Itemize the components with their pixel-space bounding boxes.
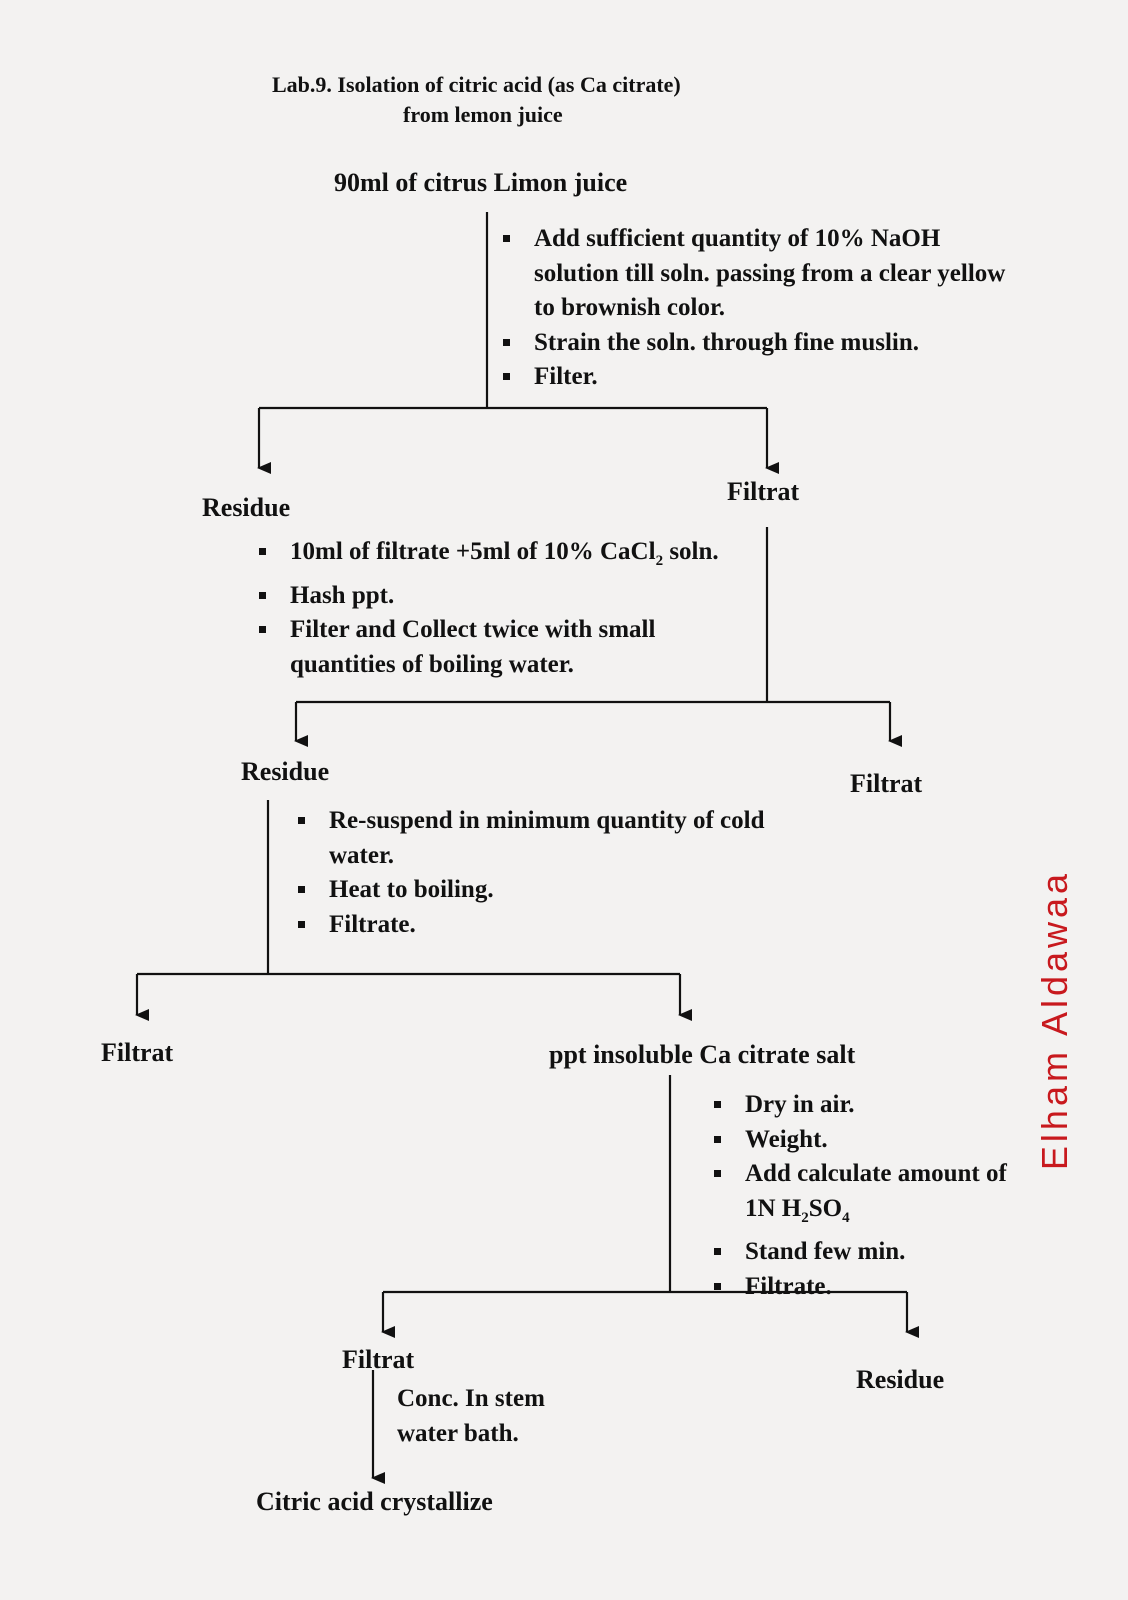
step2-bullet-3: Filter and Collect twice with small quan… [256, 613, 710, 682]
title-line-2: from lemon juice [403, 102, 563, 127]
step1-bullet-1: Add sufficient quantity of 10% NaOH solu… [500, 222, 1010, 326]
step4-bullet-3: Add calculate amount of 1N H2SO4 [711, 1157, 1031, 1235]
step4-bullet-4: Stand few min. [711, 1235, 1031, 1270]
step3-bullet-2: Heat to boiling. [295, 873, 815, 908]
note-line-2: water bath. [397, 1420, 519, 1447]
step3-bullet-1: Re-suspend in minimum quantity of cold w… [295, 804, 815, 873]
note-line-1: Conc. In stem [397, 1385, 545, 1412]
filtrat-4: Filtrat [342, 1345, 415, 1374]
ppt-ca-citrate: ppt insoluble Ca citrate salt [549, 1040, 856, 1069]
step1-bullet-3: Filter. [500, 360, 1010, 395]
acid-sub-2: 4 [842, 1209, 850, 1226]
step4-instructions: Dry in air. Weight. Add calculate amount… [711, 1088, 1031, 1304]
title-line-1: Lab.9. Isolation of citric acid (as Ca c… [272, 72, 681, 97]
cacl2-subscript: 2 [655, 553, 664, 569]
residue-2: Residue [241, 757, 330, 786]
residue-4: Residue [856, 1365, 945, 1394]
step4-bullet-3-text: Add calculate amount of [745, 1160, 1007, 1187]
cacl2-text: 10ml of filtrate +5ml of 10% CaCl [290, 538, 656, 565]
start-node: 90ml of citrus Limon juice [334, 168, 628, 197]
filtrat-1: Filtrat [727, 477, 800, 506]
filtrat-2: Filtrat [850, 769, 923, 798]
step2-bullet-2: Hash ppt. [256, 579, 776, 614]
concentration-note: Conc. In stem water bath. [397, 1381, 545, 1451]
acid-sub-1: 2 [801, 1209, 809, 1226]
step1-instructions: Add sufficient quantity of 10% NaOH solu… [500, 222, 1010, 395]
acid-formula-b: SO [808, 1194, 843, 1222]
step4-bullet-5: Filtrate. [711, 1270, 1031, 1305]
acid-formula: 1N H2SO4 [745, 1194, 850, 1226]
step3-bullet-3: Filtrate. [295, 908, 815, 943]
step3-instructions: Re-suspend in minimum quantity of cold w… [295, 804, 815, 942]
step4-bullet-1: Dry in air. [711, 1088, 1031, 1123]
step4-bullet-2: Weight. [711, 1123, 1031, 1158]
acid-formula-a: 1N H [745, 1194, 802, 1222]
step2-bullet-1: 10ml of filtrate +5ml of 10% CaCl2 soln. [256, 535, 776, 579]
final-product: Citric acid crystallize [256, 1487, 493, 1516]
cacl2-suffix: soln. [663, 538, 719, 565]
filtrat-3: Filtrat [101, 1038, 174, 1067]
author-watermark: Elham Aldawaa [1034, 869, 1075, 1171]
step1-bullet-2: Strain the soln. through fine muslin. [500, 326, 1010, 361]
step2-instructions: 10ml of filtrate +5ml of 10% CaCl2 soln.… [256, 535, 776, 682]
residue-1: Residue [202, 493, 291, 522]
